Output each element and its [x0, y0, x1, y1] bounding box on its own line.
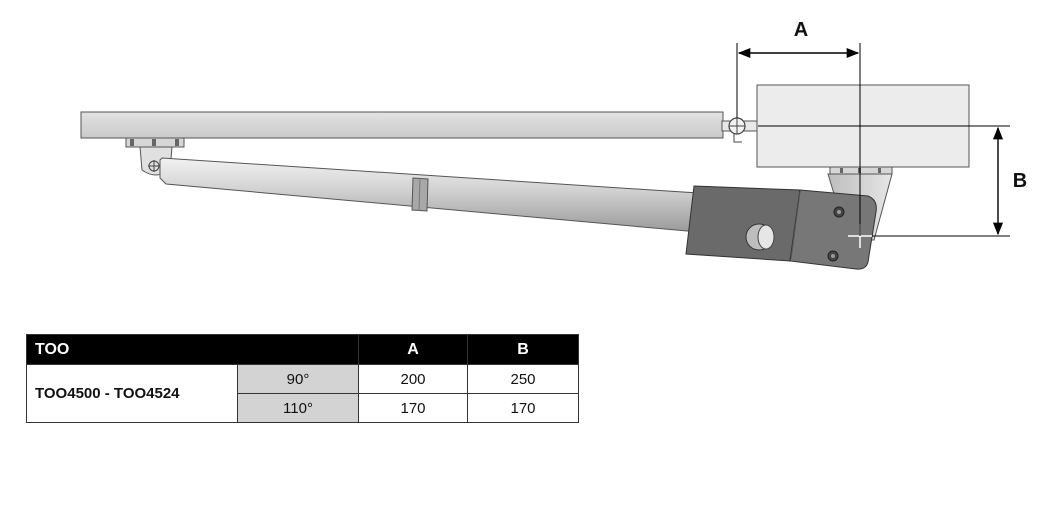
spec-table: TOO A B TOO4500 - TOO4524 90° 200 250 11…	[26, 334, 579, 423]
table-header-a: A	[358, 334, 468, 365]
value-b-cell: 250	[467, 364, 579, 394]
angle-cell: 90°	[237, 364, 359, 394]
table-row: 110° 170 170	[27, 393, 579, 423]
dimension-b: B	[758, 125, 1027, 237]
motor-housing	[685, 185, 877, 270]
dimension-a: A	[736, 19, 861, 236]
table-header-model: TOO	[26, 334, 359, 365]
table-header-b: B	[467, 334, 579, 365]
dimension-b-label: B	[1013, 170, 1027, 192]
value-b-cell: 170	[467, 393, 579, 423]
value-a-cell: 170	[358, 393, 468, 423]
value-a-cell: 200	[358, 364, 468, 394]
operator-diagram: A B	[80, 19, 1027, 270]
release-knob-icon	[745, 223, 775, 251]
gate-leaf	[80, 111, 724, 139]
operator-arm	[159, 157, 699, 233]
gate-hinge	[721, 117, 759, 143]
table-row: TOO4500 - TOO4524 90° 200 250	[26, 364, 579, 423]
table-header-row: TOO A B	[26, 334, 579, 365]
model-name-cell: TOO4500 - TOO4524	[26, 364, 238, 423]
dimension-a-label: A	[794, 19, 808, 41]
angle-cell: 110°	[237, 393, 359, 423]
